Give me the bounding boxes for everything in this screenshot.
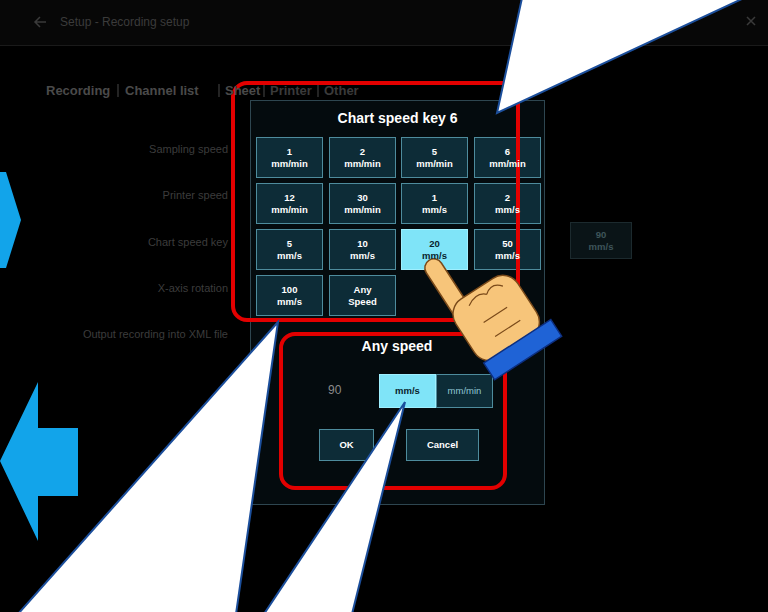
button-label: mm/min (448, 385, 482, 397)
nav-arrow (0, 382, 78, 541)
setting-label: Output recording into XML file (83, 328, 228, 340)
header-divider (0, 45, 768, 46)
tab-label: Channel list (125, 83, 199, 98)
button-label: 6 mm/min (489, 146, 525, 170)
setting-label: Printer speed (163, 189, 228, 201)
back-arrow-icon (35, 17, 46, 27)
button-label: 30 mm/min (344, 192, 380, 216)
setting-label: Sampling speed (149, 143, 228, 155)
speed-button: 5 mm/s (256, 229, 323, 270)
speed-button: 12 mm/min (256, 183, 323, 224)
speed-button: 6 mm/min (474, 137, 541, 178)
setting-label: Chart speed key (148, 236, 228, 248)
tab-label: Sheet (225, 83, 260, 98)
unit-toggle-selected: mm/s (379, 374, 436, 408)
speed-button: 1 mm/s (401, 183, 468, 224)
button-label: 5 mm/s (277, 238, 302, 262)
tab-separators (118, 84, 318, 97)
speed-button: 10 mm/s (329, 229, 396, 270)
speed-button: 50 mm/s (474, 229, 541, 270)
button-label: OK (339, 439, 353, 451)
setting-label: X-axis rotation (158, 282, 228, 294)
button-label: mm/s (395, 385, 420, 397)
button-label: 90 mm/s (589, 229, 614, 253)
button-label: 12 mm/min (271, 192, 307, 216)
screen-title: Setup - Recording setup (60, 15, 189, 29)
dimmed-speed-button: 90 mm/s (570, 222, 632, 259)
nav-arrow (0, 172, 21, 268)
highlight-frame (233, 83, 518, 320)
speed-button: 5 mm/min (401, 137, 468, 178)
section-title: Any speed (317, 338, 477, 354)
speed-value: 90 (328, 383, 341, 397)
pointing-hand (419, 222, 562, 381)
button-label: 5 mm/min (416, 146, 452, 170)
button-label: 2 mm/s (495, 192, 520, 216)
button-label: Any Speed (348, 284, 377, 308)
button-label: 50 mm/s (495, 238, 520, 262)
speed-button: 100 mm/s (256, 275, 323, 316)
callout-pointer (497, 0, 744, 113)
tab-label: Other (324, 83, 359, 98)
button-label: 20 mm/s (422, 238, 447, 262)
ok-button: OK (319, 429, 374, 461)
highlight-frame (281, 334, 505, 488)
button-label: 1 mm/s (422, 192, 447, 216)
button-label: 100 mm/s (277, 284, 302, 308)
tab-label: Printer (270, 83, 312, 98)
button-label: Cancel (427, 439, 458, 451)
button-label: 1 mm/min (271, 146, 307, 170)
speed-button: 1 mm/min (256, 137, 323, 178)
button-label: 10 mm/s (350, 238, 375, 262)
speed-button: 2 mm/s (474, 183, 541, 224)
cancel-button: Cancel (406, 429, 479, 461)
speed-button: 2 mm/min (329, 137, 396, 178)
speed-button: 30 mm/min (329, 183, 396, 224)
unit-toggle: mm/min (436, 374, 493, 408)
button-label: 2 mm/min (344, 146, 380, 170)
dialog-title: Chart speed key 6 (251, 110, 544, 126)
tab-label: Recording (46, 83, 110, 98)
callout-pointer (264, 402, 405, 612)
speed-button: Any Speed (329, 275, 396, 316)
close-icon (747, 17, 755, 25)
